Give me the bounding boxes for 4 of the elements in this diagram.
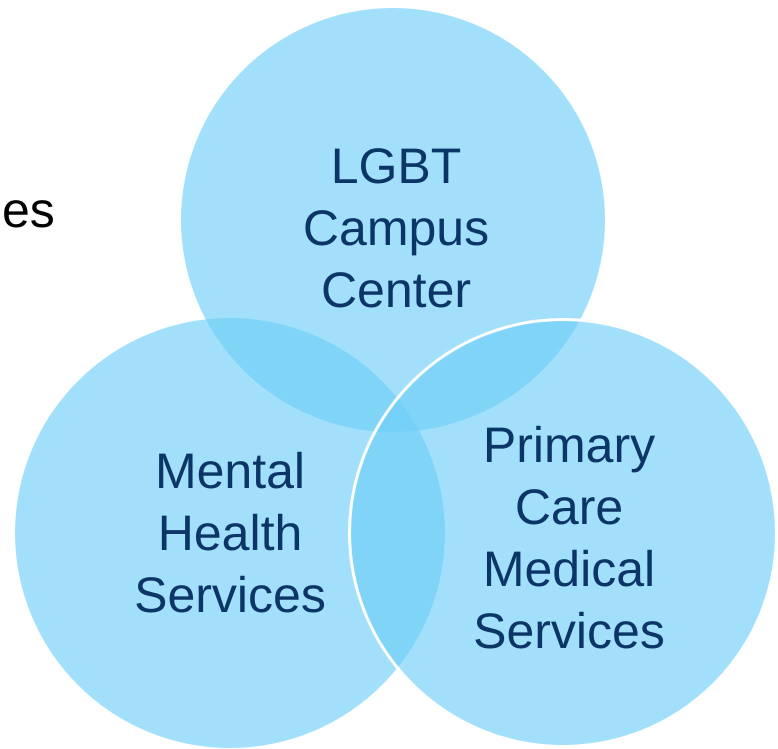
circle-label: Mental Health Services	[133, 442, 327, 625]
text-fragment: es	[2, 181, 55, 240]
circle-label: Primary Care Medical Services	[472, 416, 666, 661]
circle-label: LGBT Campus Center	[302, 137, 490, 320]
